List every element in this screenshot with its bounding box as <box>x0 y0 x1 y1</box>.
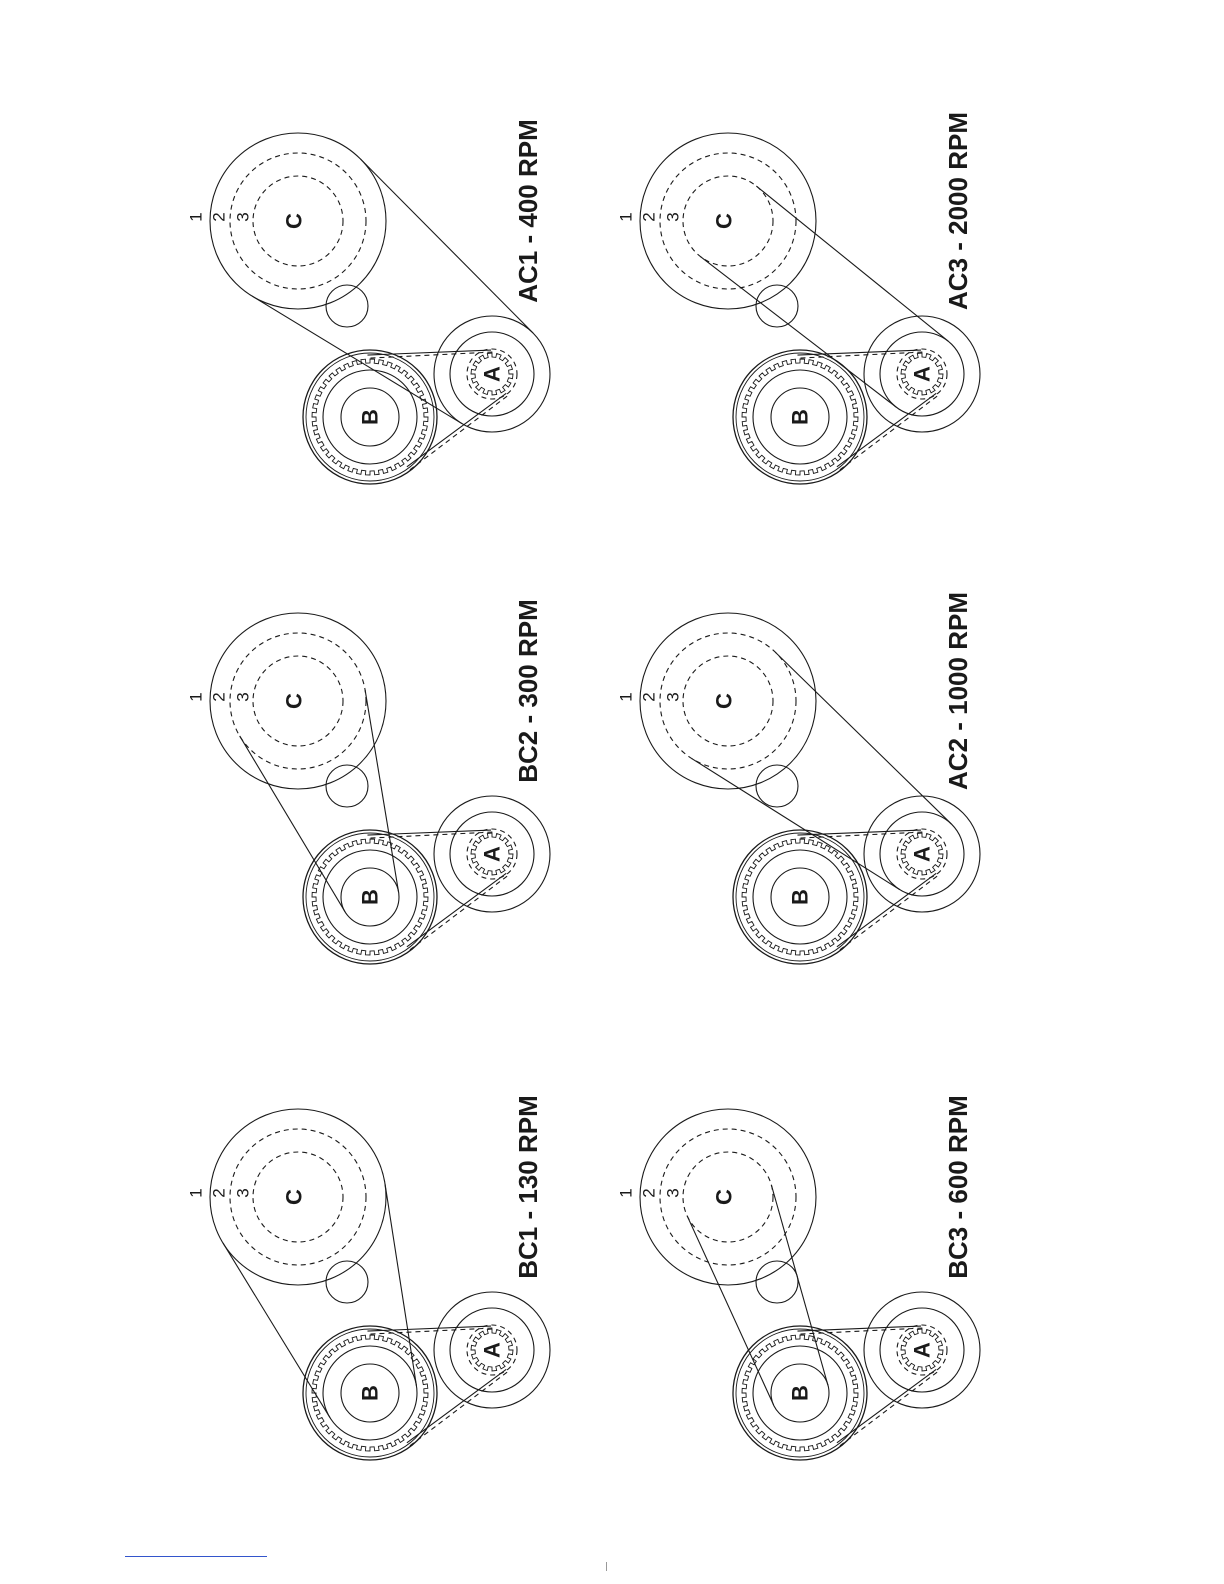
v-belt-span-2 <box>360 159 533 333</box>
spindle-pulley-label: C <box>712 693 737 709</box>
v-belt-span-1 <box>240 736 345 912</box>
v-belt-span-2 <box>771 1185 828 1385</box>
spindle-step-number-3: 3 <box>664 692 683 701</box>
spindle-step-number-1: 1 <box>617 212 636 221</box>
toothed-belt-span-1 <box>837 393 936 467</box>
idler-pulley <box>756 285 798 327</box>
v-belt-span-1 <box>701 257 897 408</box>
config-caption-ac3: AC3 - 2000 RPM <box>943 112 973 310</box>
motor-pulley-label: A <box>480 1342 505 1358</box>
spindle-step-number-2: 2 <box>640 212 659 221</box>
spindle-step-number-1: 1 <box>187 692 206 701</box>
countershaft-pulley-label: B <box>358 889 383 905</box>
pulley-config-bc1: C B A 123 BC1 - 130 RPM <box>187 1095 551 1460</box>
motor-pulley-label: A <box>910 366 935 382</box>
v-belt-span-2 <box>365 690 399 892</box>
toothed-belt-span-inner-1 <box>840 875 938 950</box>
motor-pulley-label: A <box>480 846 505 862</box>
idler-pulley <box>326 1261 368 1303</box>
spindle-pulley-label: C <box>282 1189 307 1205</box>
config-caption-ac1: AC1 - 400 RPM <box>513 119 543 303</box>
pulley-config-ac2: C B A 123 AC2 - 1000 RPM <box>617 592 981 964</box>
spindle-pulley-label: C <box>712 1189 737 1205</box>
motor-pulley-label: A <box>910 1342 935 1358</box>
countershaft-pulley-label: B <box>788 409 813 425</box>
countershaft-pulley-label: B <box>358 1385 383 1401</box>
idler-pulley <box>326 285 368 327</box>
countershaft-pulley-label: B <box>788 1385 813 1401</box>
spindle-step-number-3: 3 <box>664 1188 683 1197</box>
spindle-step-number-3: 3 <box>234 692 253 701</box>
toothed-belt-span-1 <box>407 873 506 947</box>
motor-pulley-label: A <box>910 846 935 862</box>
idler-pulley <box>756 1261 798 1303</box>
config-caption-bc3: BC3 - 600 RPM <box>943 1095 973 1279</box>
v-belt-span-1 <box>223 1243 330 1418</box>
v-belt-span-2 <box>385 1183 416 1385</box>
spindle-step-number-2: 2 <box>640 692 659 701</box>
idler-pulley <box>326 765 368 807</box>
spindle-step-number-3: 3 <box>664 212 683 221</box>
spindle-step-number-2: 2 <box>210 212 229 221</box>
spindle-pulley-label: C <box>712 213 737 229</box>
spindle-step-number-2: 2 <box>640 1188 659 1197</box>
footer-link-underline[interactable] <box>125 1556 267 1557</box>
spindle-step-number-2: 2 <box>210 1188 229 1197</box>
v-belt-span-1 <box>687 1216 774 1405</box>
spindle-step-number-3: 3 <box>234 1188 253 1197</box>
toothed-belt-span-1 <box>407 393 506 467</box>
v-belt-span-1 <box>692 759 900 890</box>
v-belt-span-1 <box>252 296 462 423</box>
page-center-mark <box>606 1562 607 1571</box>
toothed-belt-span-inner-1 <box>410 1371 508 1446</box>
toothed-belt-span-inner-1 <box>410 395 508 470</box>
spindle-pulley-label: C <box>282 213 307 229</box>
config-caption-ac2: AC2 - 1000 RPM <box>943 592 973 790</box>
spindle-step-number-1: 1 <box>617 1188 636 1197</box>
spindle-step-number-2: 2 <box>210 692 229 701</box>
toothed-belt-span-1 <box>407 1369 506 1443</box>
spindle-pulley-label: C <box>282 693 307 709</box>
toothed-belt-span-inner-1 <box>840 1371 938 1446</box>
toothed-belt-span-inner-1 <box>410 875 508 950</box>
spindle-step-number-1: 1 <box>617 692 636 701</box>
toothed-belt-span-1 <box>837 1369 936 1443</box>
config-caption-bc1: BC1 - 130 RPM <box>513 1095 543 1279</box>
countershaft-pulley-label: B <box>788 889 813 905</box>
config-caption-bc2: BC2 - 300 RPM <box>513 599 543 783</box>
motor-pulley-label: A <box>480 366 505 382</box>
toothed-belt-span-1 <box>837 873 936 947</box>
toothed-belt-span-inner-1 <box>840 395 938 470</box>
v-belt-span-2 <box>756 186 948 341</box>
v-belt-span-2 <box>775 652 951 824</box>
countershaft-pulley-label: B <box>358 409 383 425</box>
spindle-step-number-3: 3 <box>234 212 253 221</box>
spindle-step-number-1: 1 <box>187 212 206 221</box>
spindle-step-number-1: 1 <box>187 1188 206 1197</box>
idler-pulley <box>756 765 798 807</box>
